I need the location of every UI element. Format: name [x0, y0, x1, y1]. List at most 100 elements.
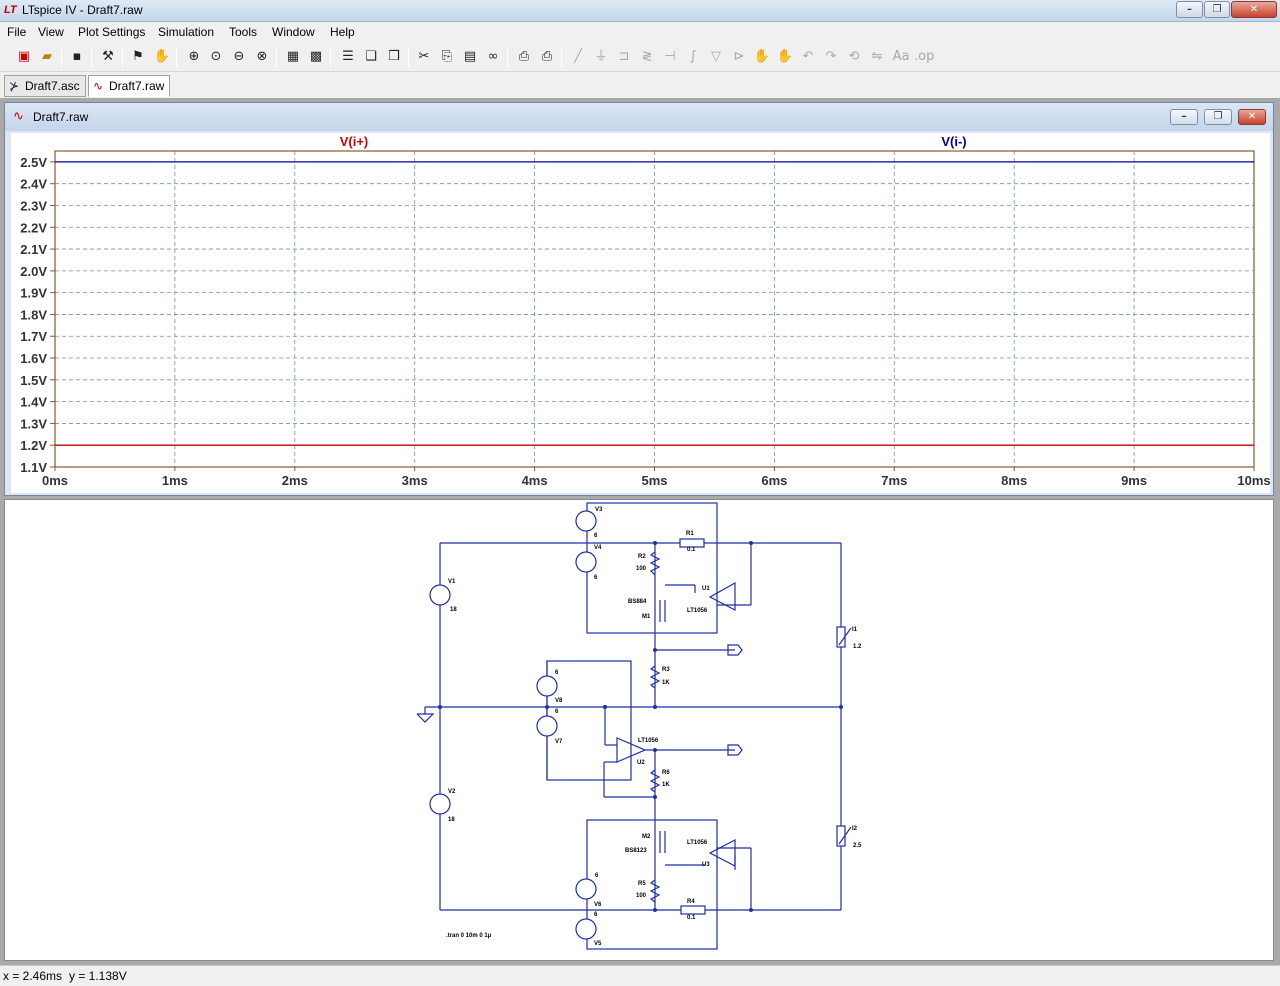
- mirror-icon[interactable]: ⇋: [871, 49, 883, 64]
- schematic-label: R1: [686, 531, 694, 537]
- toolbar-separator: [61, 47, 62, 67]
- schematic-label: 100: [636, 566, 647, 572]
- tile-vertical-icon[interactable]: ❒: [388, 49, 400, 64]
- waveform-icon: ∿: [93, 79, 104, 93]
- toolbar-separator: [276, 47, 277, 67]
- y-tick-label: 1.9V: [20, 286, 47, 301]
- diode-icon[interactable]: ▽: [711, 49, 721, 64]
- schematic-label: 1K: [662, 680, 670, 686]
- schematic-label: V2: [448, 789, 456, 795]
- x-tick-label: 5ms: [641, 473, 667, 488]
- redo-icon[interactable]: ↷: [825, 49, 837, 64]
- draw-wire-icon[interactable]: ╱: [574, 49, 582, 64]
- maximize-button[interactable]: ❐: [1204, 1, 1230, 18]
- find-binoculars-icon[interactable]: ∞: [487, 49, 499, 64]
- tile-horizontal-icon[interactable]: ☰: [342, 49, 354, 64]
- schematic-label: BS884: [628, 599, 647, 605]
- schematic-label: U3: [702, 862, 710, 868]
- lt-logo-icon: LT: [4, 4, 17, 16]
- document-tabs: ⊁ Draft7.asc ∿Draft7.raw: [0, 72, 1280, 98]
- schematic-icon: ⊁: [9, 79, 20, 93]
- component-icon[interactable]: ⊳: [733, 49, 745, 64]
- y-tick-label: 1.2V: [20, 438, 47, 453]
- cut-icon[interactable]: ✂: [418, 49, 430, 64]
- schematic-label: R5: [638, 881, 646, 887]
- menu-tools[interactable]: Tools: [229, 25, 258, 39]
- x-tick-label: 4ms: [522, 473, 548, 488]
- rotate-icon[interactable]: ⟲: [848, 49, 860, 64]
- cascade-icon[interactable]: ❏: [365, 49, 377, 64]
- plot-window-title: Draft7.raw: [33, 110, 89, 124]
- schematic-label: 6: [594, 912, 598, 918]
- tab-label: Draft7.asc: [25, 79, 80, 93]
- minimize-button[interactable]: –: [1176, 1, 1203, 18]
- spice-directive-icon[interactable]: .op: [914, 49, 935, 64]
- plot-window-titlebar[interactable]: ∿ Draft7.raw – ❐ ✕: [5, 103, 1273, 131]
- ground-icon[interactable]: ⏚: [594, 49, 608, 64]
- print-icon[interactable]: ⎙: [541, 49, 553, 64]
- plot-close-button[interactable]: ✕: [1238, 109, 1266, 125]
- move-hand-icon[interactable]: ✋: [753, 49, 771, 64]
- menu-view[interactable]: View: [38, 25, 64, 39]
- new-schematic-icon[interactable]: ▣: [17, 49, 31, 64]
- menu-simulation[interactable]: Simulation: [158, 25, 215, 39]
- tab-draft7-raw[interactable]: ∿Draft7.raw: [88, 75, 170, 97]
- menu-help[interactable]: Help: [330, 25, 355, 39]
- junction-dots: [438, 541, 843, 912]
- tab-draft7-asc[interactable]: ⊁ Draft7.asc: [4, 75, 86, 97]
- plot-minimize-button[interactable]: –: [1170, 109, 1198, 125]
- print-preview-icon[interactable]: ⎙: [518, 49, 530, 64]
- schematic-canvas[interactable]: V36V46R10.1R2100U1BS884M1LT1056V118I11.2…: [5, 500, 1275, 962]
- schematic-label: 0.1: [687, 547, 696, 553]
- schematic-label: 2.5: [853, 843, 862, 849]
- save-icon[interactable]: ▪: [72, 49, 82, 64]
- copy-icon[interactable]: ⎘: [441, 49, 453, 64]
- menu-file[interactable]: File: [7, 25, 27, 39]
- title-bar: LT LTspice IV - Draft7.raw – ❐ ✕: [0, 0, 1280, 22]
- schematic-label: 6: [594, 575, 598, 581]
- menu-window[interactable]: Window: [272, 25, 315, 39]
- undo-icon[interactable]: ↶: [802, 49, 814, 64]
- x-tick-label: 10ms: [1237, 473, 1270, 488]
- zoom-in-icon[interactable]: ⊕: [188, 49, 200, 64]
- open-folder-icon[interactable]: ▰: [42, 49, 52, 64]
- toolbar-separator: [561, 47, 562, 67]
- schematic-label: 6: [595, 873, 599, 879]
- zoom-fit-icon[interactable]: ⊗: [256, 49, 268, 64]
- autorange-icon[interactable]: ▦: [286, 49, 300, 64]
- schematic-label: M1: [642, 614, 651, 620]
- zoom-out-icon[interactable]: ⊖: [233, 49, 245, 64]
- schematic-label: V4: [594, 545, 602, 551]
- plot-restore-button[interactable]: ❐: [1204, 109, 1232, 125]
- toolbar-separator: [408, 47, 409, 67]
- pan-hand-icon[interactable]: ✋: [153, 49, 171, 64]
- drag-hand-icon[interactable]: ✋: [776, 49, 794, 64]
- text-icon[interactable]: Aa: [892, 49, 910, 64]
- grid-icon[interactable]: ▩: [309, 49, 323, 64]
- y-tick-label: 2.1V: [20, 242, 47, 257]
- label-net-icon[interactable]: ⊐: [618, 49, 630, 64]
- paste-icon[interactable]: ▤: [463, 49, 477, 64]
- status-bar: x = 2.46ms y = 1.138V: [0, 965, 1280, 986]
- legend-label: V(i-): [941, 134, 966, 149]
- plot-frame: [54, 150, 1255, 468]
- close-button[interactable]: ✕: [1231, 1, 1277, 18]
- resistor-icon[interactable]: ≷: [641, 49, 653, 64]
- control-panel-icon[interactable]: ⚒: [102, 49, 114, 64]
- schematic-label: LT1056: [638, 738, 659, 744]
- zoom-pan-icon[interactable]: ⊙: [210, 49, 222, 64]
- capacitor-icon[interactable]: ⊣: [664, 49, 676, 64]
- menu-plot-settings[interactable]: Plot Settings: [78, 25, 146, 39]
- schematic-label: V5: [594, 941, 602, 947]
- x-tick-label: 3ms: [402, 473, 428, 488]
- run-icon[interactable]: ⚑: [132, 49, 144, 64]
- inductor-icon[interactable]: ∫: [689, 49, 697, 64]
- y-tick-label: 2.3V: [20, 198, 47, 213]
- cursor-x-readout: x = 2.46ms: [3, 969, 63, 983]
- legend-label: V(i+): [340, 134, 369, 149]
- schematic-label: 6: [555, 670, 559, 676]
